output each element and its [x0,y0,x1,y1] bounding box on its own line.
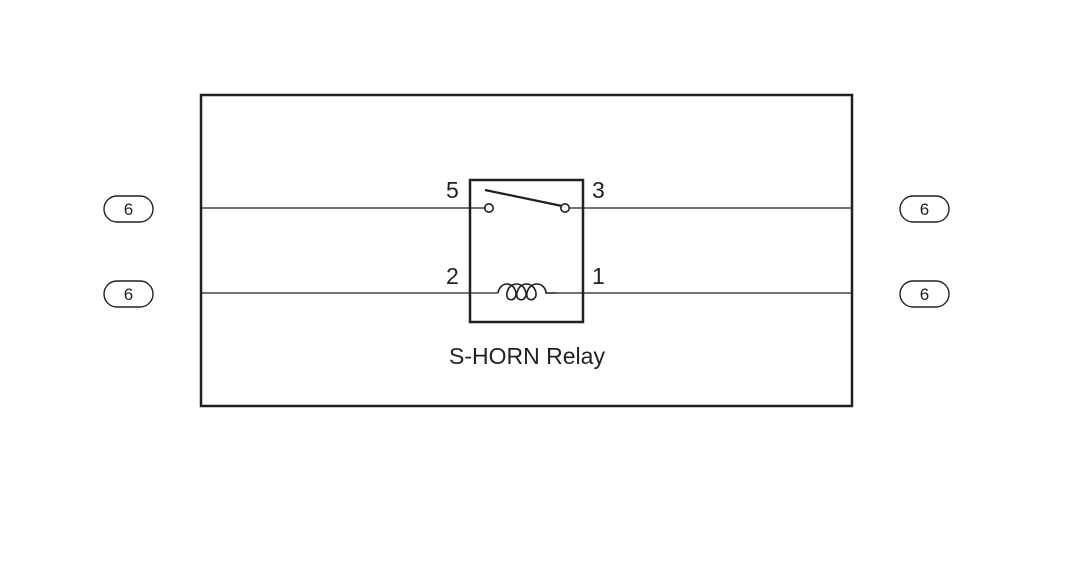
connector-right-top: 6 [899,195,950,223]
pin-label-coil-left: 2 [446,263,459,289]
connector-right-bottom: 6 [899,280,950,308]
switch-contact-right [559,203,570,214]
connector-left-bottom: 6 [103,280,154,308]
pin-label-coil-right: 1 [592,263,605,289]
connector-right-top-label: 6 [920,200,929,219]
connector-right-bottom-label: 6 [920,285,929,304]
connector-left-top: 6 [103,195,154,223]
relay-label: S-HORN Relay [449,343,605,369]
coil-icon [497,283,556,301]
relay-body [468,178,585,324]
pin-label-switch-right: 3 [592,177,605,203]
pin-label-switch-left: 5 [446,177,459,203]
switch-contact-left [483,203,494,214]
enclosure-box [199,93,854,408]
connector-left-top-label: 6 [124,200,133,219]
connector-left-bottom-label: 6 [124,285,133,304]
switch-blade [484,188,563,208]
